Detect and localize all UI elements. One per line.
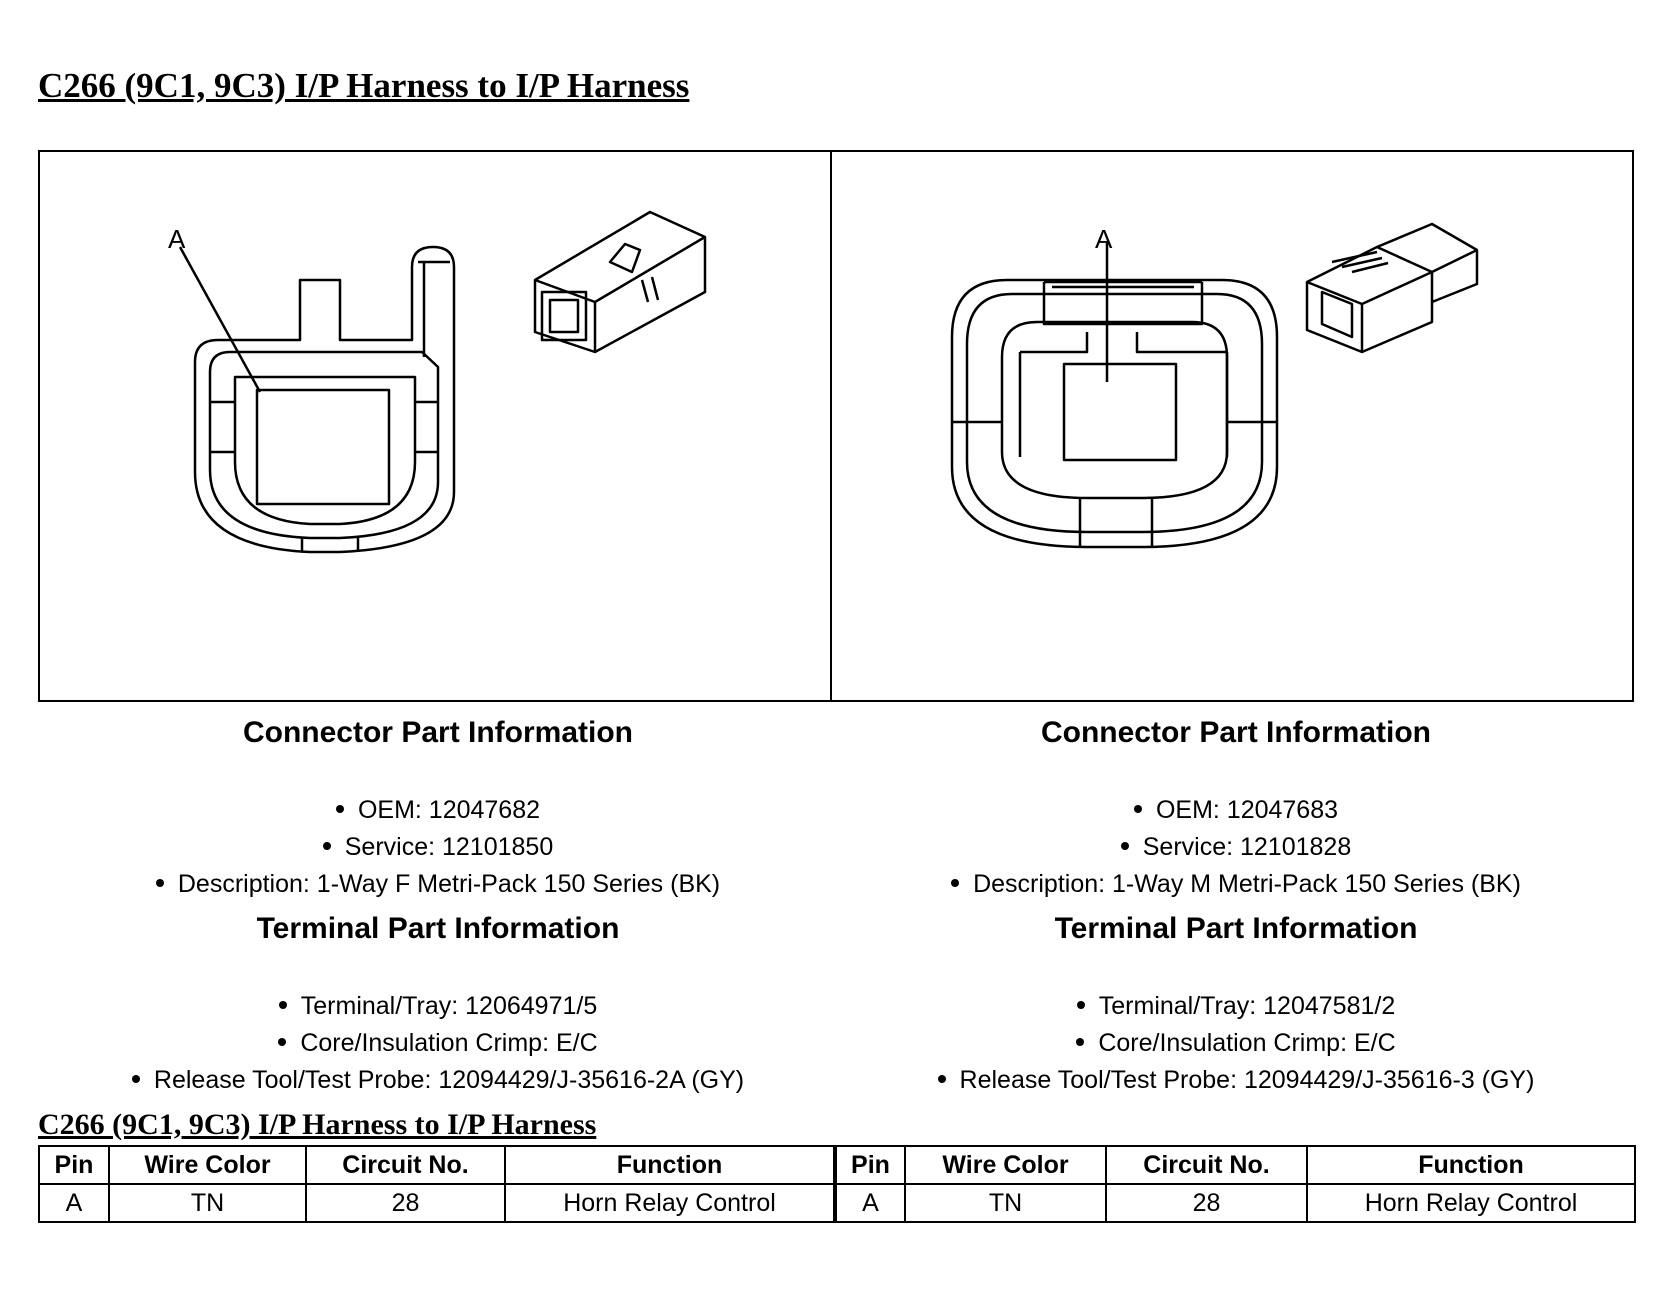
bullet-icon	[951, 879, 960, 888]
female-connector-drawing: A	[168, 210, 707, 554]
header-function: Function	[1306, 1145, 1636, 1185]
cell-wire-color: TN	[904, 1183, 1107, 1223]
header-function: Function	[504, 1145, 836, 1185]
cell-function: Horn Relay Control	[504, 1183, 836, 1223]
bullet-icon	[1076, 1001, 1085, 1010]
page-title: C266 (9C1, 9C3) I/P Harness to I/P Harne…	[38, 66, 690, 105]
oem-right: OEM: 12047683	[836, 796, 1636, 825]
right-pin-label: A	[1095, 224, 1113, 254]
cell-circuit-no: 28	[1105, 1183, 1308, 1223]
connector-part-heading-left: Connector Part Information	[242, 716, 633, 749]
pinout-table: Pin Wire Color Circuit No. Function Pin …	[38, 1145, 1636, 1223]
crimp-left: Core/Insulation Crimp: E/C	[38, 1029, 838, 1058]
bullet-icon	[155, 879, 164, 888]
cell-pin: A	[833, 1183, 906, 1223]
header-pin: Pin	[38, 1145, 110, 1185]
bullet-icon	[131, 1075, 140, 1084]
oem-left: OEM: 12047682	[38, 796, 838, 825]
female-connector-panel: A	[40, 152, 832, 700]
crimp-right: Core/Insulation Crimp: E/C	[836, 1029, 1636, 1058]
bullet-icon	[278, 1001, 287, 1010]
cell-function: Horn Relay Control	[1306, 1183, 1636, 1223]
cell-wire-color: TN	[108, 1183, 307, 1223]
cell-pin: A	[38, 1183, 110, 1223]
description-left: Description: 1-Way F Metri-Pack 150 Seri…	[38, 870, 838, 899]
table-title: C266 (9C1, 9C3) I/P Harness to I/P Harne…	[38, 1108, 597, 1141]
release-tool-right: Release Tool/Test Probe: 12094429/J-3561…	[836, 1066, 1636, 1095]
connector-part-heading-right: Connector Part Information	[1040, 716, 1431, 749]
terminal-part-heading-left: Terminal Part Information	[256, 912, 620, 945]
header-circuit-no: Circuit No.	[305, 1145, 506, 1185]
bullet-icon	[937, 1075, 946, 1084]
release-tool-left: Release Tool/Test Probe: 12094429/J-3561…	[38, 1066, 838, 1095]
male-connector-drawing: A	[950, 222, 1479, 549]
bullet-icon	[335, 805, 344, 814]
connector-diagrams: A	[38, 150, 1634, 702]
terminal-tray-left: Terminal/Tray: 12064971/5	[38, 992, 838, 1021]
description-right: Description: 1-Way M Metri-Pack 150 Seri…	[836, 870, 1636, 899]
terminal-part-heading-right: Terminal Part Information	[1054, 912, 1418, 945]
table-header-row: Pin Wire Color Circuit No. Function Pin …	[38, 1145, 1636, 1185]
table-row: A TN 28 Horn Relay Control A TN 28 Horn …	[38, 1183, 1636, 1223]
left-pin-label: A	[168, 224, 186, 254]
terminal-tray-right: Terminal/Tray: 12047581/2	[836, 992, 1636, 1021]
header-pin: Pin	[833, 1145, 906, 1185]
right-part-info: Connector Part Information OEM: 12047683…	[836, 0, 1636, 1100]
bullet-icon	[1076, 1038, 1085, 1047]
bullet-icon	[322, 842, 331, 851]
left-part-info: Connector Part Information OEM: 12047682…	[38, 0, 838, 1100]
cell-circuit-no: 28	[305, 1183, 506, 1223]
header-circuit-no: Circuit No.	[1105, 1145, 1308, 1185]
male-connector-panel: A	[832, 152, 1632, 700]
service-left: Service: 12101850	[38, 833, 838, 862]
bullet-icon	[278, 1038, 287, 1047]
bullet-icon	[1133, 805, 1142, 814]
service-right: Service: 12101828	[836, 833, 1636, 862]
header-wire-color: Wire Color	[108, 1145, 307, 1185]
header-wire-color: Wire Color	[904, 1145, 1107, 1185]
bullet-icon	[1120, 842, 1129, 851]
